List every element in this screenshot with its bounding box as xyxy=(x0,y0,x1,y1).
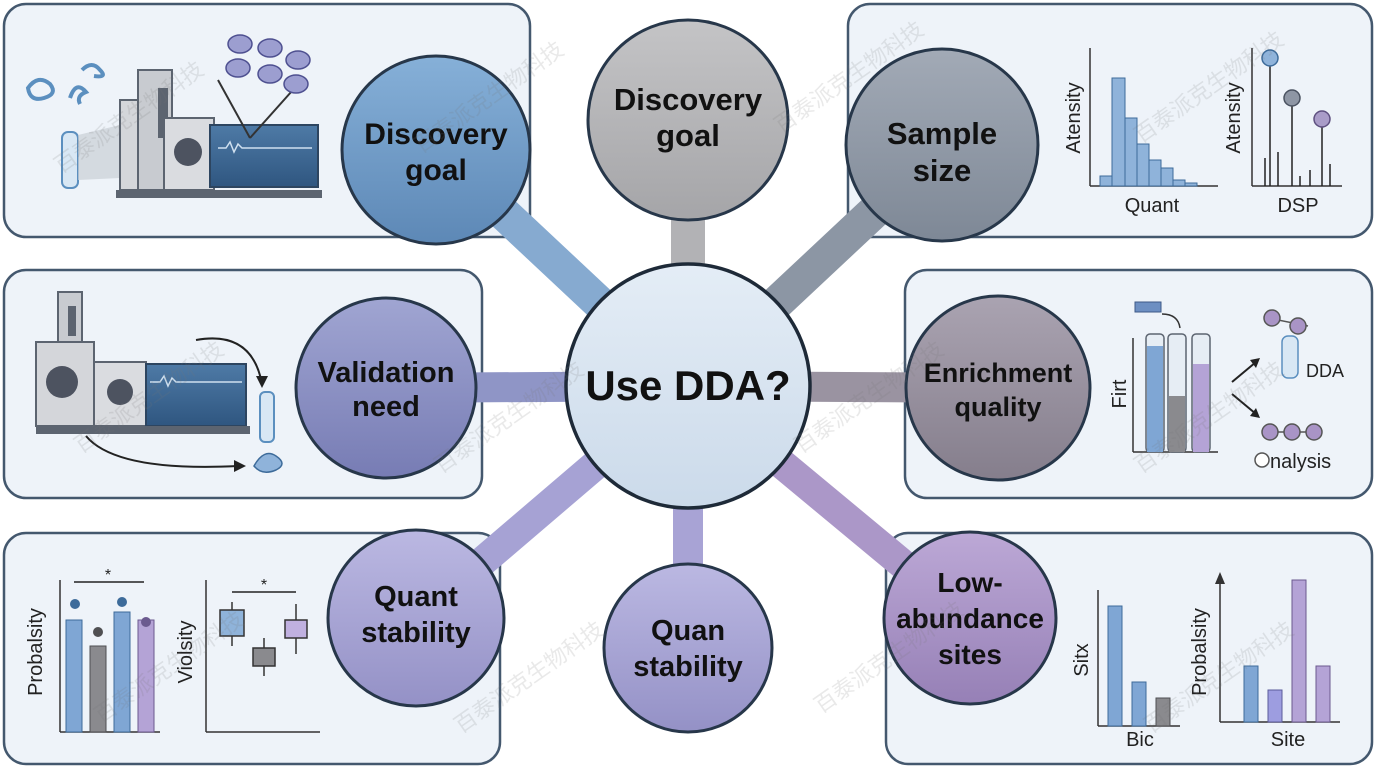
enrichment-ylabel: Firt xyxy=(1109,379,1131,408)
node-sample-size-line1: Sample xyxy=(887,116,997,151)
site-bar-chart-2: Probalsity Site xyxy=(1189,572,1340,751)
quant-histogram: Atensity Quant xyxy=(1063,48,1218,217)
node-quan-stability-bottom: Quan stability xyxy=(602,562,774,734)
validation-instrument-icon xyxy=(35,291,283,473)
analysis-label: nalysis xyxy=(1270,451,1331,473)
node-discovery-goal-top-line2: goal xyxy=(656,118,720,153)
center-node-label: Use DDA? xyxy=(585,362,790,409)
node-enrichment-quality-line2: quality xyxy=(954,392,1041,422)
site-chart-1-xlabel: Bic xyxy=(1126,729,1154,751)
node-low-abundance-sites-line1: Low- xyxy=(937,567,1002,598)
node-discovery-goal-top: Discovery goal xyxy=(586,18,790,222)
violin-ylabel: Violsity xyxy=(175,621,197,684)
node-low-abundance-sites-line2: abundance xyxy=(896,603,1044,634)
node-low-abundance-sites: Low- abundance sites xyxy=(882,530,1058,706)
dsp-lollipop-chart: Atensity DSP xyxy=(1223,48,1342,217)
node-validation-need: Validation need xyxy=(294,296,478,480)
node-quan-stability-bottom-line2: stability xyxy=(633,651,743,683)
quant-histogram-xlabel: Quant xyxy=(1125,195,1180,217)
dsp-chart-ylabel: Atensity xyxy=(1223,82,1245,153)
site-bar-chart-1: Sitx Bic xyxy=(1071,590,1180,751)
node-quant-stability-left-line2: stability xyxy=(361,617,471,649)
enrichment-columns-chart: Firt DDA nalysis xyxy=(1109,301,1344,473)
site-chart-2-xlabel: Site xyxy=(1271,729,1305,751)
dda-label: DDA xyxy=(1306,361,1344,381)
node-quant-stability-left-line1: Quant xyxy=(374,581,458,613)
node-quant-stability-left: Quant stability xyxy=(326,528,506,708)
node-validation-need-line1: Validation xyxy=(318,357,455,389)
quant-sig-mark-1: * xyxy=(105,567,111,584)
node-sample-size-line2: size xyxy=(913,153,972,188)
violin-box-chart: * Violsity xyxy=(175,577,320,733)
center-node: Use DDA? xyxy=(564,262,812,510)
site-chart-2-ylabel: Probalsity xyxy=(1189,608,1211,696)
node-validation-need-line2: need xyxy=(352,391,420,423)
quant-sig-mark-2: * xyxy=(261,577,267,594)
probability-bar-chart: * Probalsity xyxy=(25,567,160,733)
node-enrichment-quality: Enrichment quality xyxy=(904,294,1092,482)
node-discovery-goal-top-line1: Discovery xyxy=(614,82,763,117)
node-low-abundance-sites-line3: sites xyxy=(938,639,1002,670)
node-quan-stability-bottom-line1: Quan xyxy=(651,615,725,647)
node-discovery-goal-left: Discovery goal xyxy=(340,54,532,246)
dsp-chart-xlabel: DSP xyxy=(1277,195,1318,217)
quant-histogram-ylabel: Atensity xyxy=(1063,82,1085,153)
node-enrichment-quality-line1: Enrichment xyxy=(924,358,1073,388)
mass-spec-instrument-icon xyxy=(25,34,322,198)
site-chart-1-ylabel: Sitx xyxy=(1071,643,1093,676)
node-discovery-goal-left-line2: goal xyxy=(405,154,467,187)
node-discovery-goal-left-line1: Discovery xyxy=(364,118,508,151)
node-sample-size: Sample size xyxy=(844,47,1040,243)
probability-ylabel: Probalsity xyxy=(25,608,47,696)
